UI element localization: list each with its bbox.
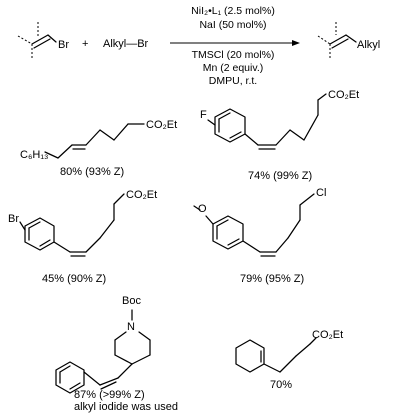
product-3-structure: Br CO₂Et [8, 189, 157, 257]
ester-label-6: CO₂Et [312, 329, 343, 341]
ester-label-3: CO₂Et [126, 189, 157, 201]
chloro-label: Cl [316, 187, 326, 199]
alkyl-bromide-label: Alkyl—Br [103, 38, 149, 50]
condition-tmscl: TMSCl (20 mol%) [192, 49, 275, 61]
reaction-arrow [170, 40, 300, 46]
product-2-yield: 74% (99% Z) [248, 170, 312, 182]
product-2-structure: F CO₂Et [200, 89, 359, 150]
product-5-note: alkyl iodide was used [74, 401, 178, 413]
product-4-structure: O Cl [193, 187, 326, 257]
alkene-product: Alkyl [317, 22, 380, 60]
condition-mn: Mn (2 equiv.) [203, 62, 264, 74]
product-6-structure: CO₂Et [235, 329, 343, 373]
product-6-yield: 70% [270, 379, 292, 391]
product-4-yield: 79% (95% Z) [240, 273, 304, 285]
methoxy-o-label: O [198, 203, 207, 215]
nitrogen-label: N [127, 321, 135, 333]
bromine-label: Br [58, 39, 69, 51]
ester-label-1: CO₂Et [146, 119, 177, 131]
condition-additive: NaI (50 mol%) [199, 19, 266, 31]
boc-label: Boc [122, 295, 141, 307]
ester-label-2: CO₂Et [328, 89, 359, 101]
plus-sign: + [82, 38, 88, 50]
vinyl-bromide-reactant: Br [17, 22, 69, 60]
product-1-yield: 80% (93% Z) [60, 166, 124, 178]
alkyl-label: Alkyl [357, 39, 380, 51]
condition-solvent: DMPU, r.t. [209, 75, 257, 87]
bromo-label: Br [8, 213, 19, 225]
product-1-structure: C₆H₁₃ CO₂Et [20, 119, 177, 161]
hexyl-label: C₆H₁₃ [20, 149, 49, 161]
product-5-structure: Boc N [55, 295, 151, 394]
product-5-yield: 87% (>99% Z) [74, 389, 145, 401]
product-3-yield: 45% (90% Z) [42, 273, 106, 285]
fluoro-label: F [200, 109, 207, 121]
condition-catalyst: NiI₂•L₁ (2.5 mol%) [191, 5, 275, 17]
